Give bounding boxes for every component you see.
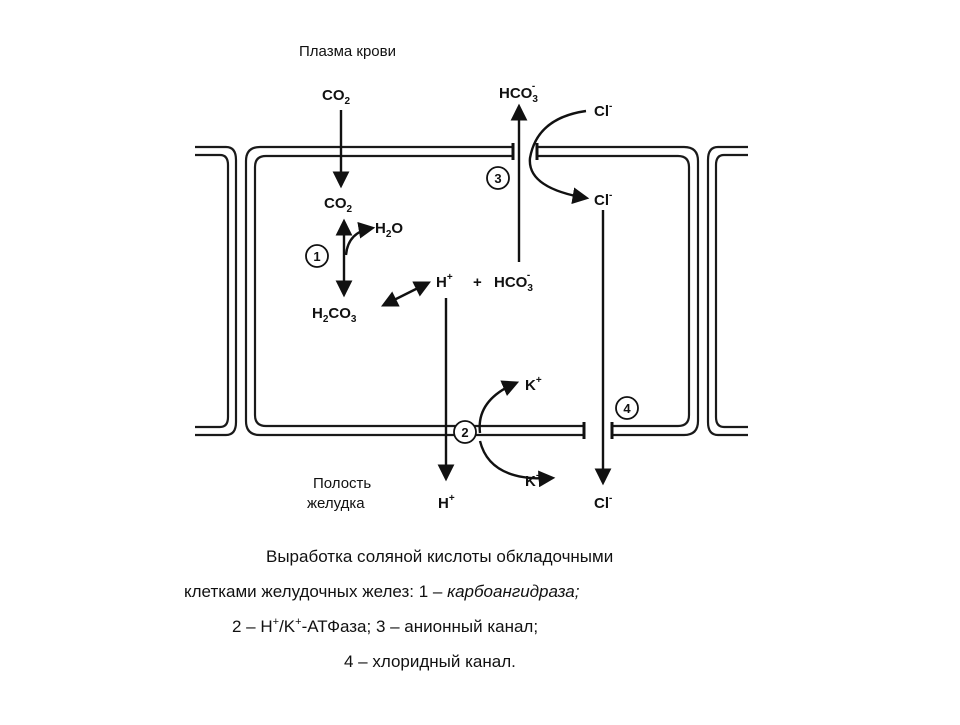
marker-4: 4 [615,396,639,420]
cl-cell-label: Cl- [594,190,612,209]
figure-caption: Выработка соляной кислоты обкладочными к… [184,547,613,671]
cl-cavity-label: Cl- [594,493,612,512]
central-cell-inner-left [253,154,584,428]
left-cell-membrane-inner [195,153,230,429]
k-plus-cavity-label: K+ [525,471,542,490]
potassium-out-arrow [478,440,556,488]
gastric-cavity-label-line2: желудка [307,495,365,512]
svg-text:3: 3 [494,171,501,186]
marker-3: 3 [486,166,510,190]
right-cell-membrane-outer [706,145,748,437]
right-cell-membrane-inner [714,153,748,429]
caption-line-2: клетками желудочных желез: 1 – карбоанги… [184,582,580,601]
left-cell-membrane-outer [195,145,238,437]
svg-text:4: 4 [623,401,631,416]
marker-2: 2 [453,420,477,444]
blood-plasma-label: Плазма крови [299,43,396,60]
plus-sign: + [473,274,482,291]
hco3-plasma-label: HCO3- [499,81,538,105]
water-branch-arrow [344,221,376,256]
h-plus-cavity-label: H+ [438,493,455,512]
h2o-label: H2O [375,220,403,240]
potassium-in-arrow [478,380,520,434]
reaction-arrows [332,103,612,488]
cl-plasma-label: Cl- [594,101,612,120]
central-cell-outer-left [244,145,584,437]
svg-text:1: 1 [313,249,320,264]
chloride-entry-arrow [528,109,590,205]
h2co3-label: H2CO3 [312,305,357,325]
gastric-cavity-label-line1: Полость [313,475,371,492]
svg-text:2: 2 [461,425,468,440]
marker-1: 1 [305,244,329,268]
co2-plasma-label: CO2 [322,87,351,107]
hco3-cell-label: HCO3- [494,270,533,294]
h-plus-cell-label: H+ [436,272,453,291]
caption-line-1: Выработка соляной кислоты обкладочными [266,547,613,566]
central-cell-outer-right [537,145,700,437]
co2-cell-label: CO2 [324,195,353,215]
caption-line-3: 2 – H+/K+-АТФаза; 3 – анионный канал; [232,616,538,636]
dissociation-arrow [380,281,432,307]
caption-line-4: 4 – хлоридный канал. [344,652,516,671]
cell-membrane [195,143,748,439]
central-cell-inner-right [537,154,691,428]
k-plus-cell-label: K+ [525,375,542,394]
